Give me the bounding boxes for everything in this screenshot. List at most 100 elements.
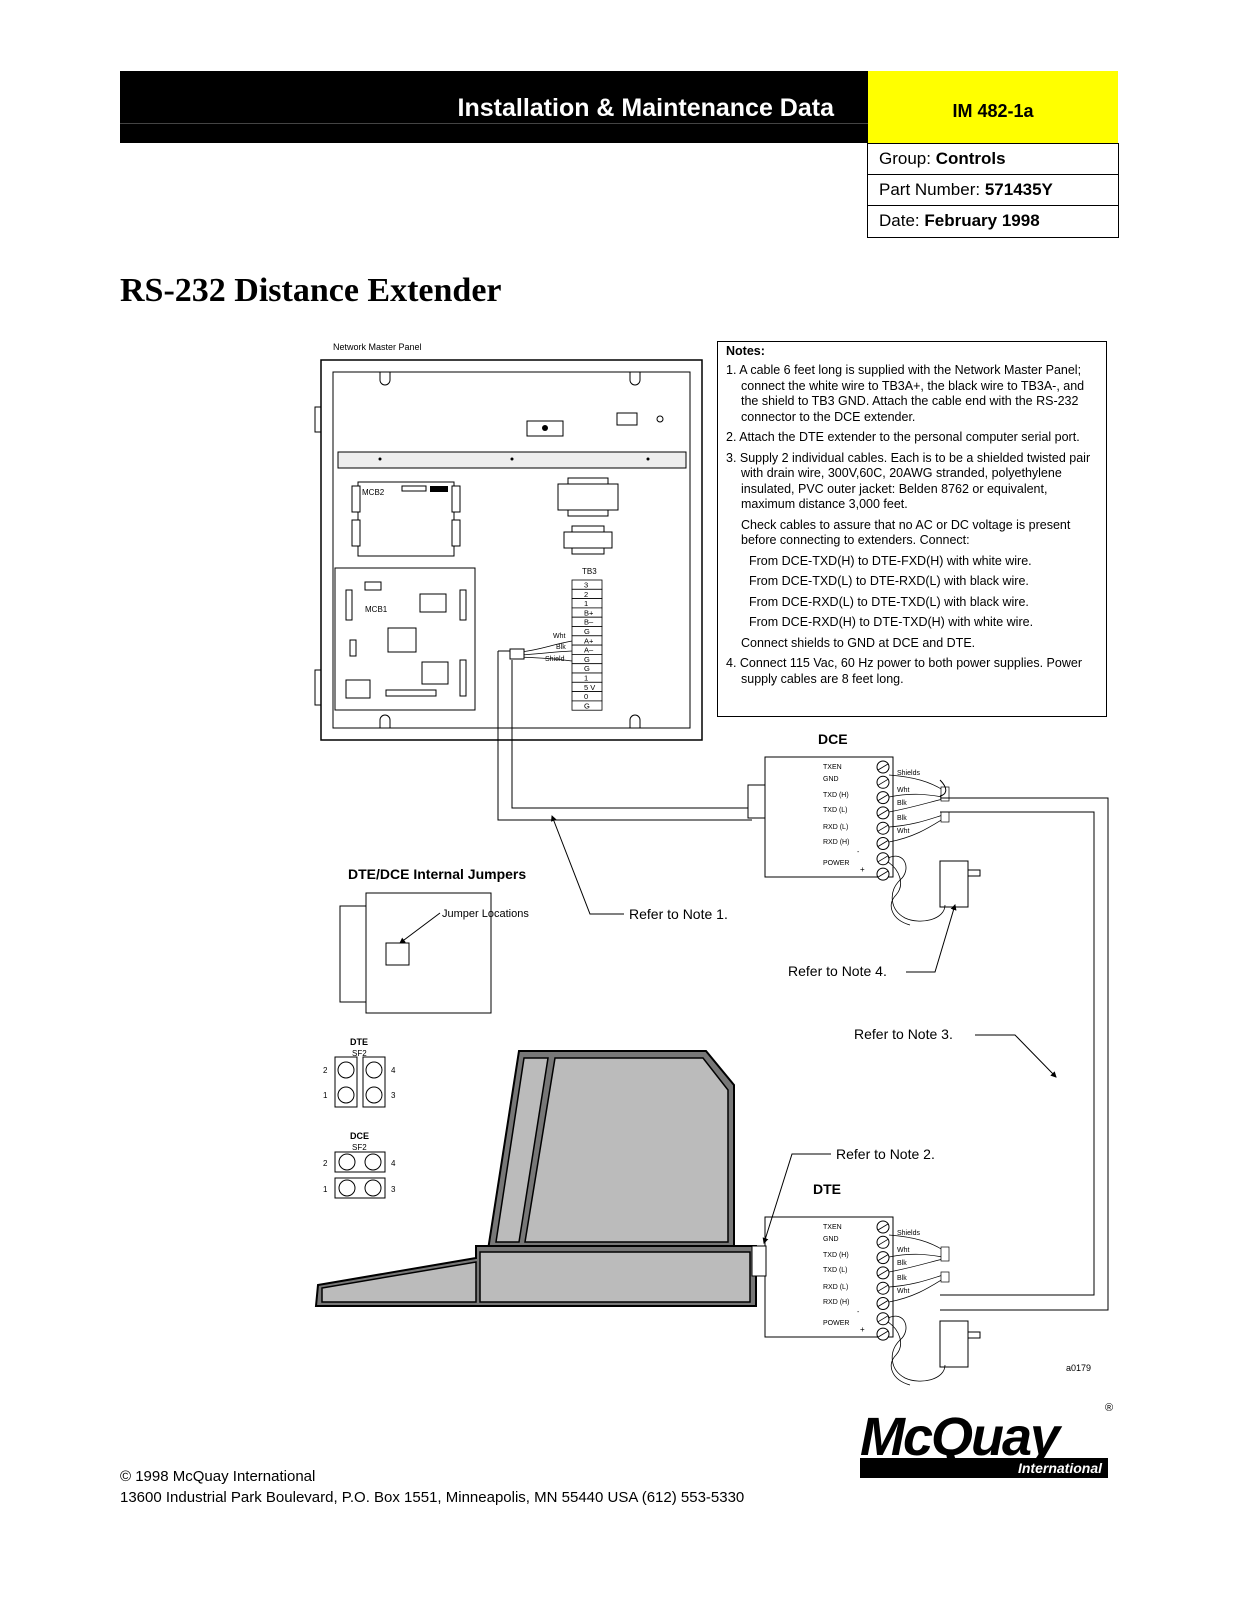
notes-heading: Notes: [726, 344, 765, 358]
screw-slot [877, 870, 889, 878]
extender-terminal-label: RXD (H) [823, 839, 849, 846]
extender-wires [888, 1234, 944, 1303]
jumper-locations-label: Jumper Locations [442, 908, 529, 920]
tb3-terminal-label: 1 [584, 674, 588, 683]
screw-slot [877, 824, 889, 832]
dce-connector [747, 784, 766, 819]
extender-terminal-label: POWER [823, 1320, 849, 1327]
header-title: Installation & Maintenance Data [457, 94, 834, 122]
power-minus: - [857, 849, 860, 856]
extender-wire-label: Blk [897, 800, 907, 807]
shields-label: Shields [897, 1230, 920, 1237]
jumper-pin-icon [338, 1179, 356, 1197]
figure-id: a0179 [1066, 1363, 1091, 1373]
screw-slot [877, 809, 889, 817]
screw-slot [877, 794, 889, 801]
extender-box [764, 1216, 894, 1338]
panel-screw-icon [656, 415, 664, 423]
logo-text: McQuay [860, 1407, 1063, 1467]
mcb2-board [357, 481, 455, 557]
connect-1: From DCE-TXD(H) to DTE-FXD(H) with white… [749, 553, 1032, 568]
screw-slot [877, 1269, 889, 1277]
jumper-pin-icon [337, 1086, 355, 1104]
header-rule [120, 123, 868, 124]
mcb1-label: MCB1 [365, 605, 388, 614]
note-3-check: Check cables to assure that no AC or DC … [741, 517, 1071, 548]
jumper-pin-number: 2 [323, 1066, 328, 1075]
note2-callout: Refer to Note 2. [836, 1146, 935, 1162]
sf-dce-sf2: SF2 [352, 1143, 367, 1152]
date-value: February 1998 [924, 211, 1040, 230]
dte-title: DTE [813, 1181, 841, 1197]
shields-label: Shields [897, 770, 920, 777]
transformer-icon [557, 477, 619, 555]
extender-terminal-label: TXEN [823, 764, 842, 771]
tb3-terminal-label: A+ [584, 636, 594, 645]
screw-slot [877, 1238, 889, 1246]
jumper-pin-number: 2 [323, 1159, 328, 1168]
panel-switch [526, 420, 564, 437]
screw-slot [877, 763, 889, 771]
screw-slot [877, 1254, 889, 1261]
address: 13600 Industrial Park Boulevard, P.O. Bo… [120, 1489, 745, 1506]
power-plus: + [860, 865, 865, 874]
tb3-wires [519, 640, 573, 662]
tb3-terminal-label: 1 [584, 599, 588, 608]
part-label: Part Number: [879, 180, 981, 199]
tb3-terminal-label: 3 [584, 581, 588, 590]
extender-terminal-label: TXD (H) [823, 792, 849, 799]
tb3-terminal-label: 0 [584, 692, 588, 701]
screw-slot [877, 1315, 889, 1323]
jumper-pin-number: 3 [391, 1091, 396, 1100]
connect-4: From DCE-RXD(H) to DTE-TXD(H) with white… [749, 615, 1034, 629]
twisted-pair-cables [939, 779, 1109, 1311]
tb3-terminal-label: 5 V [584, 683, 595, 692]
screw-slot [877, 855, 889, 863]
jumper-pin-number: 4 [391, 1159, 396, 1168]
sf-dte-label: DTE [350, 1037, 368, 1047]
note-2: 2. Attach the DTE extender to the person… [726, 430, 1080, 444]
power-plus: + [860, 1325, 865, 1334]
jumper-pin-number: 3 [391, 1185, 396, 1194]
jumper-pin-icon [338, 1153, 356, 1171]
doc-number-box: IM 482-1a [868, 71, 1118, 143]
power-supply-icon [939, 860, 981, 1368]
sf-dce-label: DCE [350, 1131, 369, 1141]
panel-led-icon [542, 425, 548, 431]
extender-terminal-label: TXEN [823, 1224, 842, 1231]
jumper-pin-number: 4 [391, 1066, 396, 1075]
mcquay-logo: McQuay ® International [860, 1402, 1113, 1478]
date-label: Date: [879, 211, 920, 230]
extender-wire-label: Blk [897, 815, 907, 822]
extender-terminal-label: RXD (L) [823, 1284, 848, 1291]
wire-blk-label: Blk [556, 644, 566, 651]
group-value: Controls [935, 149, 1006, 168]
note-3: 3. Supply 2 individual cables. Each is t… [726, 450, 1091, 512]
screw-slot [877, 1330, 889, 1338]
computer-icon [314, 1050, 757, 1307]
extender-terminal-label: TXD (L) [823, 807, 848, 814]
screw-slot [877, 1284, 889, 1292]
panel-cable [497, 650, 752, 821]
extender-wires [888, 774, 944, 843]
logo-bar [860, 1458, 1108, 1478]
tb3-terminal-label: 2 [584, 590, 588, 599]
logo-registered: ® [1105, 1402, 1113, 1414]
jumper-pin-icon [364, 1179, 382, 1197]
screw-slot [877, 778, 889, 786]
tb3-terminal-label: B+ [584, 608, 594, 617]
document-title: RS-232 Distance Extender [120, 272, 502, 309]
note-3-shields: Connect shields to GND at DCE and DTE. [741, 635, 976, 650]
jumper-pin-icon [365, 1061, 383, 1079]
extender-wire-label: Wht [897, 1247, 910, 1254]
extender-wire-label: Wht [897, 828, 910, 835]
logo-subtext: International [1018, 1460, 1103, 1476]
note-1: 1. A cable 6 feet long is supplied with … [726, 363, 1085, 424]
extender-wire-label: Blk [897, 1275, 907, 1282]
jumper-pin-icon [365, 1086, 383, 1104]
tb3-terminal-label: B– [584, 618, 594, 627]
